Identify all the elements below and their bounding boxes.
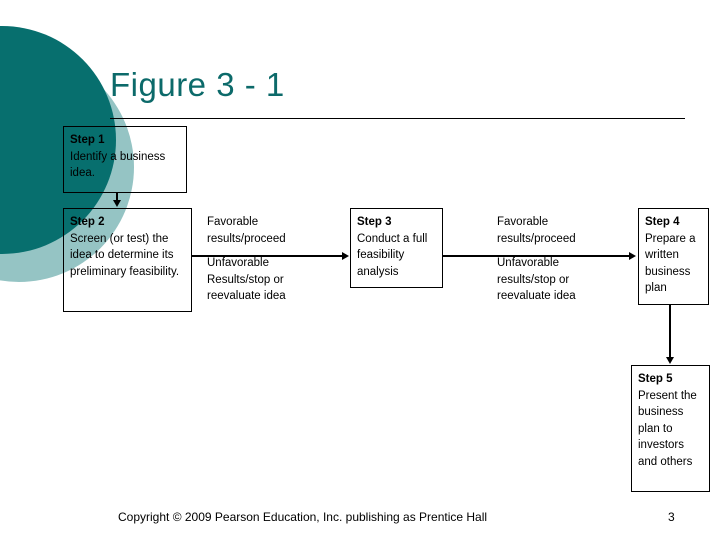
unfavorable-line1-b: Unfavorable [497,257,560,269]
connector-step4-to-step5-arrowhead [666,357,674,364]
flow-box-step2: Step 2 Screen (or test) the idea to dete… [63,208,192,312]
unfavorable-line3-a: reevaluate idea [207,290,286,302]
step3-label: Step 3 [357,216,392,228]
outcome-labels-step2: Favorable results/proceed Unfavorable Re… [207,214,286,305]
connector-step4-to-step5-line [669,305,671,359]
step4-body: Prepare a written business plan [645,232,696,295]
step5-label: Step 5 [638,373,673,385]
outcome-labels-step3: Favorable results/proceed Unfavorable re… [497,214,576,305]
flow-box-step3: Step 3 Conduct a full feasibility analys… [350,208,443,288]
favorable-line2-a: results/proceed [207,232,286,245]
unfavorable-line3-b: reevaluate idea [497,290,576,302]
step4-label: Step 4 [645,216,680,228]
connector-step3-to-step4-line [443,255,631,257]
connector-step2-to-step3-line [192,255,344,257]
favorable-line1-a: Favorable [207,216,259,228]
step2-label: Step 2 [70,216,105,228]
step5-body: Present the business plan to investors a… [638,389,697,468]
flow-box-step5: Step 5 Present the business plan to inve… [631,365,710,492]
connector-step2-to-step3-arrowhead [342,252,349,260]
title-divider-rule [110,118,685,119]
footer-page-number: 3 [668,510,675,524]
connector-step1-to-step2-line [116,193,118,202]
unfavorable-line2-a: Results/stop or [207,273,284,286]
footer-copyright-text: Copyright © 2009 Pearson Education, Inc.… [118,510,488,524]
slide-title: Figure 3 - 1 [110,66,285,103]
label-spacer-b [497,247,576,255]
unfavorable-line2-b: results/stop or [497,273,570,286]
flow-box-step4: Step 4 Prepare a written business plan [638,208,709,305]
label-spacer-a [207,247,286,255]
step1-label: Step 1 [70,134,105,146]
step3-body: Conduct a full feasibility analysis [357,232,428,278]
flow-box-step1: Step 1 Identify a business idea. [63,126,187,193]
connector-step3-to-step4-arrowhead [629,252,636,260]
favorable-line1-b: Favorable [497,216,549,228]
unfavorable-line1-a: Unfavorable [207,257,270,269]
connector-step1-to-step2-arrowhead [113,200,121,207]
step2-body: Screen (or test) the idea to determine i… [70,232,180,278]
favorable-line2-b: results/proceed [497,232,576,245]
step1-body: Identify a business idea. [70,150,166,180]
